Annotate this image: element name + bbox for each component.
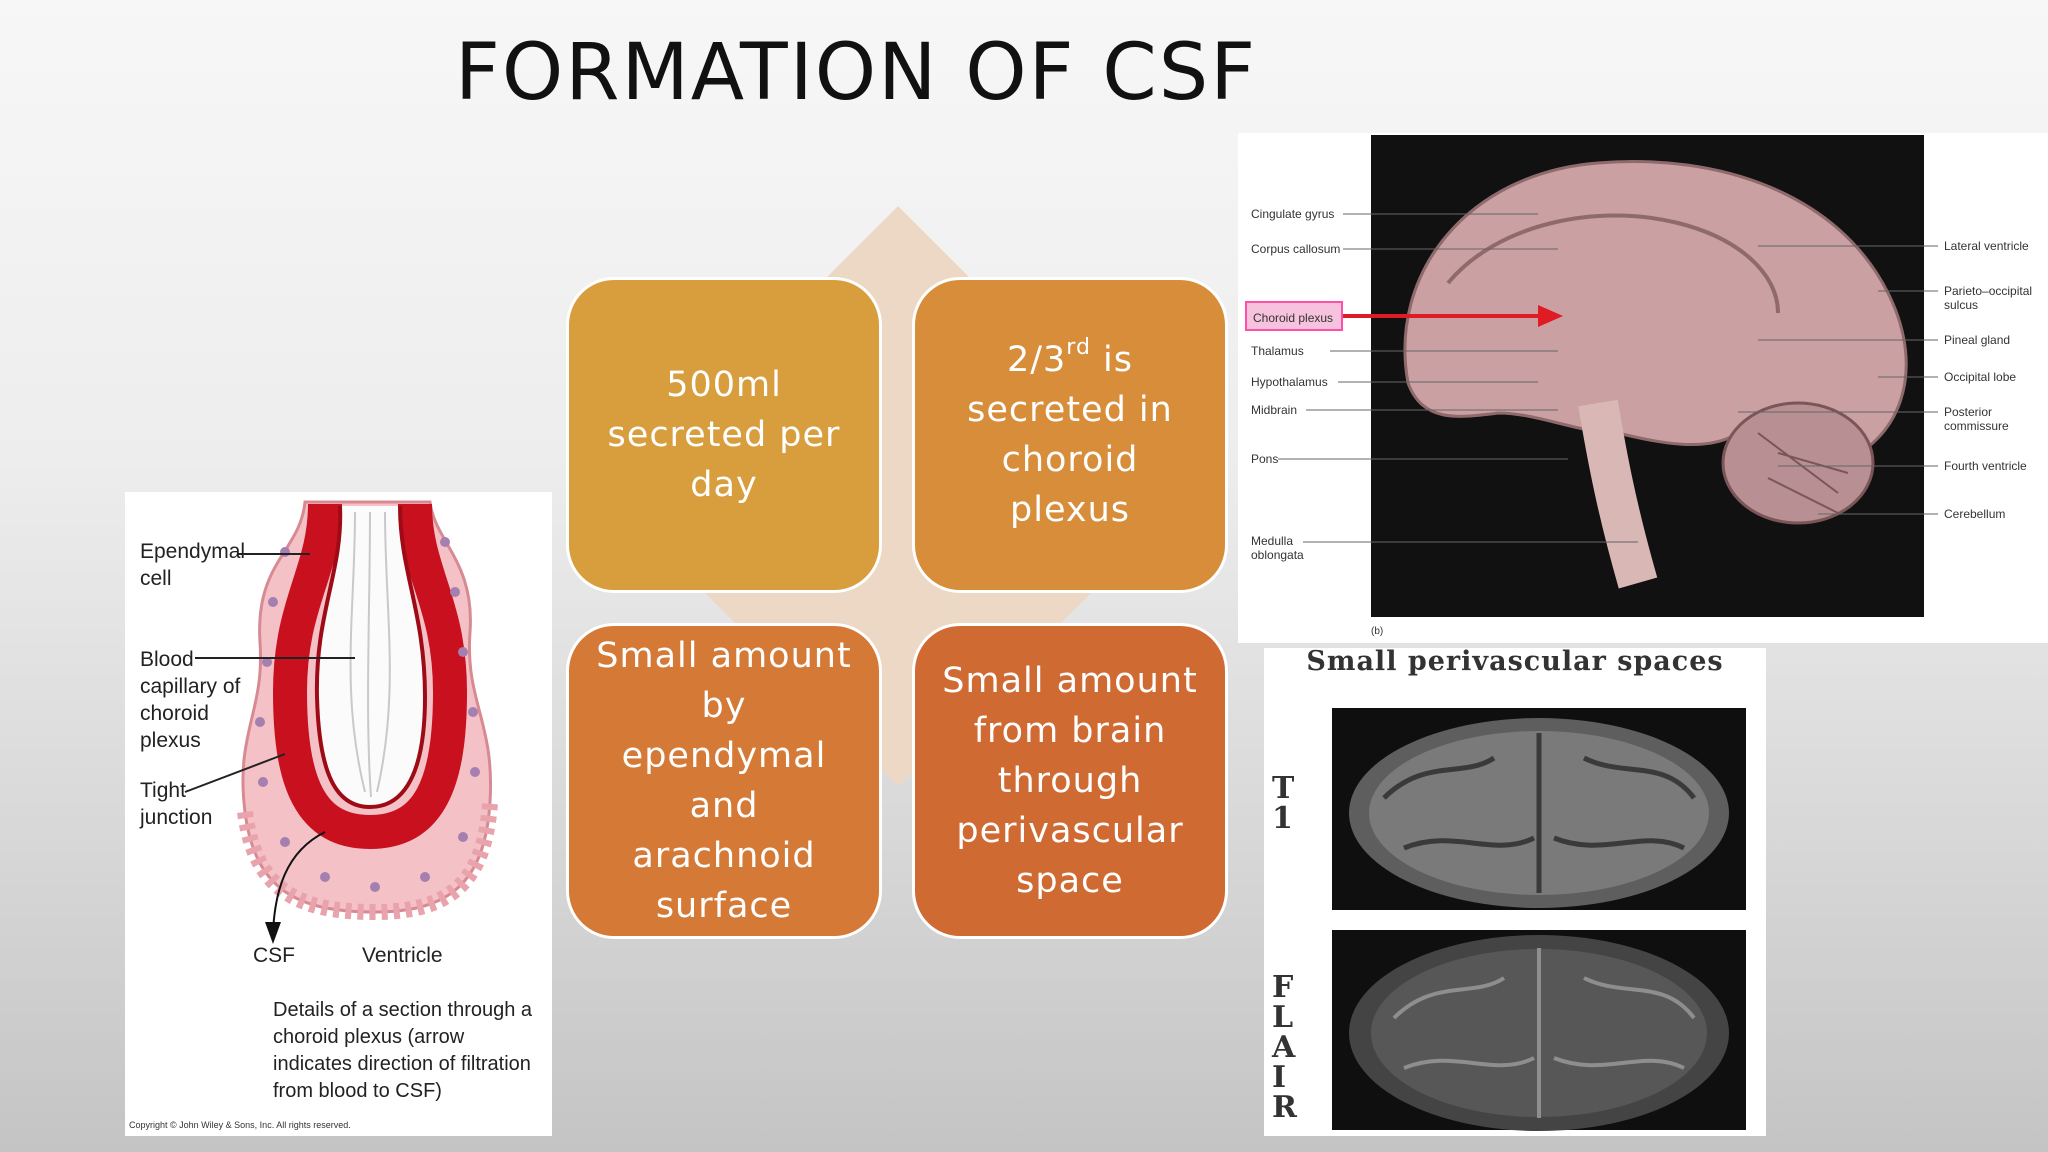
slide-title: FORMATION OF CSF xyxy=(455,28,1258,118)
mri-figure: Small perivascular spaces T 1 F L A I R xyxy=(1264,648,1766,1136)
tile-choroid-fraction: 2/3rd is secreted in choroid plexus xyxy=(912,277,1228,593)
label-occipital-lobe: Occipital lobe xyxy=(1944,370,2017,384)
label-thalamus: Thalamus xyxy=(1251,344,1304,358)
label-csf: CSF xyxy=(253,944,295,967)
label-cerebellum: Cerebellum xyxy=(1944,507,2006,521)
label-ependymal-cell: Ependymal cell xyxy=(140,540,246,590)
brain-photo xyxy=(1371,135,1924,617)
tile-text: Small amount by ependymal and arachnoid … xyxy=(596,636,852,926)
label-hypothalamus: Hypothalamus xyxy=(1251,375,1328,389)
label-pineal-gland: Pineal gland xyxy=(1944,333,2011,347)
label-fourth-ventricle: Fourth ventricle xyxy=(1944,459,2027,473)
sagittal-brain-figure: Cingulate gyrus Corpus callosum Choroid … xyxy=(1238,133,2048,643)
diagram-caption: Details of a section through a choroid p… xyxy=(273,999,533,1102)
label-pons: Pons xyxy=(1251,452,1279,466)
label-corpus-callosum: Corpus callosum xyxy=(1251,242,1341,256)
choroid-plexus-diagram: Ependymal cell Blood capillary of choroi… xyxy=(125,492,552,1136)
label-flair: F L A I R xyxy=(1272,970,1297,1125)
label-cingulate-gyrus: Cingulate gyrus xyxy=(1251,207,1335,221)
copyright-text: Copyright © John Wiley & Sons, Inc. All … xyxy=(129,1120,351,1130)
tile-text: 500ml secreted per day xyxy=(607,365,841,505)
label-tight-junction: Tight junction xyxy=(140,779,213,829)
label-medulla-oblongata: Medulla oblongata xyxy=(1251,534,1304,562)
tile-ependymal-source: Small amount by ependymal and arachnoid … xyxy=(566,623,882,939)
panel-tag: (b) xyxy=(1371,626,1384,637)
tile-text: Small amount from brain through perivasc… xyxy=(942,661,1198,901)
tile-text: 2/3rd is secreted in choroid plexus xyxy=(967,335,1173,530)
tile-daily-volume: 500ml secreted per day xyxy=(566,277,882,593)
label-lateral-ventricle: Lateral ventricle xyxy=(1944,239,2029,253)
tile-perivascular-source: Small amount from brain through perivasc… xyxy=(912,623,1228,939)
mri-scans xyxy=(1332,708,1746,1131)
label-ventricle: Ventricle xyxy=(362,944,443,967)
mri-title: Small perivascular spaces xyxy=(1306,646,1724,677)
choroid-plexus-illustration xyxy=(184,500,498,944)
label-posterior-commissure: Posterior commissure xyxy=(1944,405,2009,433)
label-t1: T 1 xyxy=(1272,771,1295,836)
label-blood-capillary: Blood capillary of choroid plexus xyxy=(140,648,241,752)
label-midbrain: Midbrain xyxy=(1251,403,1298,417)
label-parieto-occipital-sulcus: Parieto–occipital sulcus xyxy=(1944,284,2033,312)
label-choroid-plexus-highlight: Choroid plexus xyxy=(1245,301,1343,331)
